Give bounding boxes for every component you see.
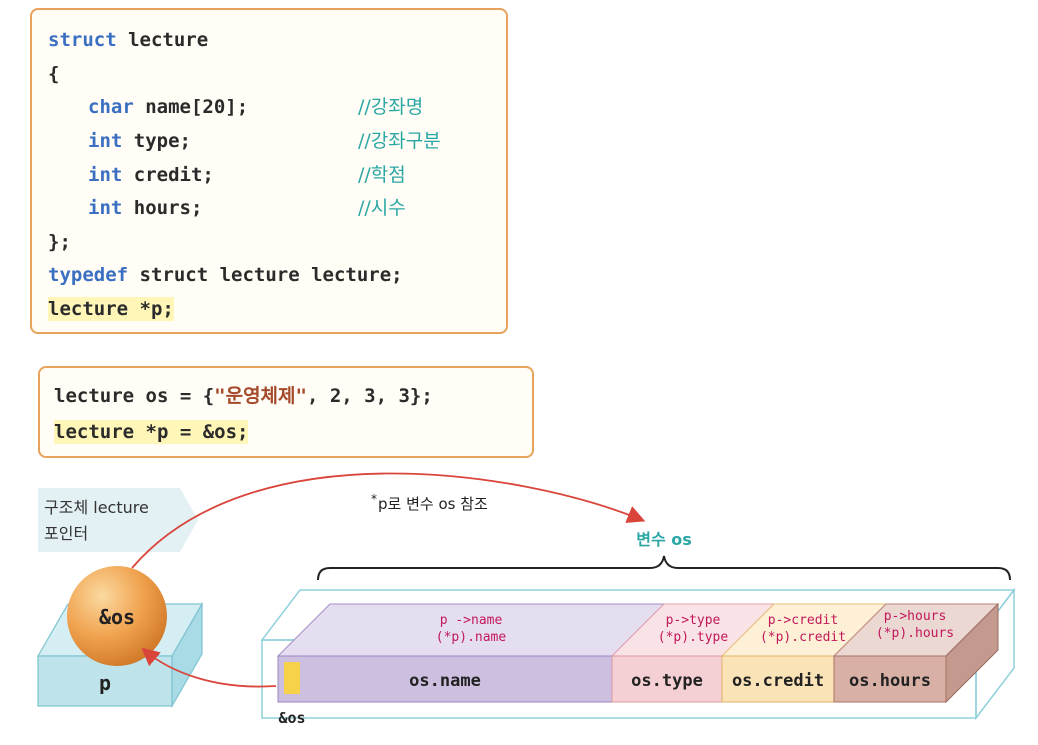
type-field-front: [611, 655, 723, 703]
code-line-open-brace: {: [48, 63, 60, 85]
name-field-front: [277, 655, 613, 703]
variable-label: 변수 os: [636, 530, 692, 549]
type-front-label: os.type: [631, 671, 703, 691]
code-line-pointer-decl: lecture *p;: [48, 297, 174, 321]
pointer-box-label: p: [99, 671, 111, 695]
code-line-type: int type;: [88, 130, 191, 152]
pointer-label-tag: [38, 488, 198, 552]
code-line-close-brace: };: [48, 231, 71, 253]
name-top-line2: (*p).name: [436, 630, 507, 645]
comment-credit: //학점: [358, 164, 406, 186]
code-line-credit: int credit;: [88, 164, 214, 186]
comment-type: //강좌구분: [358, 130, 441, 152]
struct-code-box: struct lecture { char name[20]; //강좌명 in…: [30, 8, 508, 334]
code-line-name: char name[20];: [88, 96, 249, 118]
arrow-caption-star: *: [371, 492, 377, 506]
comment-name: //강좌명: [358, 96, 424, 118]
code-line-hours: int hours;: [88, 197, 203, 219]
credit-top-line2: (*p).credit: [760, 630, 846, 645]
type-top-line2: (*p).type: [658, 630, 729, 645]
credit-top-line1: p->credit: [768, 613, 838, 628]
ball-label: &os: [99, 605, 135, 629]
pointer-label-line2: 포인터: [44, 524, 88, 543]
credit-front-label: os.credit: [732, 671, 824, 691]
type-top-line1: p->type: [666, 613, 721, 628]
arrow-caption: p로 변수 os 참조: [378, 495, 488, 513]
code-line-init: lecture os = {"운영체제", 2, 3, 3};: [54, 385, 433, 407]
hours-field-front: [833, 655, 947, 703]
init-code-box: lecture os = {"운영체제", 2, 3, 3}; lecture …: [38, 366, 534, 458]
code-line-pointer-assign: lecture *p = &os;: [54, 420, 249, 444]
name-top-line1: p ->name: [440, 613, 503, 628]
code-line-struct: struct lecture: [48, 29, 209, 51]
address-arrow: [141, 647, 277, 688]
address-marker: [284, 662, 300, 694]
comment-hours: //시수: [358, 197, 406, 219]
pointer-label-line1: 구조체 lecture: [44, 498, 149, 517]
hours-top-line1: p->hours: [884, 609, 947, 624]
name-front-label: os.name: [409, 671, 481, 691]
reference-arrow: [131, 472, 646, 569]
variable-brace: [317, 555, 1011, 581]
address-label: &os: [278, 709, 305, 727]
address-ball: [67, 566, 167, 666]
code-line-typedef: typedef struct lecture lecture;: [48, 264, 403, 286]
credit-field-front: [721, 655, 835, 703]
hours-front-label: os.hours: [849, 671, 931, 691]
hours-top-line2: (*p).hours: [876, 626, 954, 641]
